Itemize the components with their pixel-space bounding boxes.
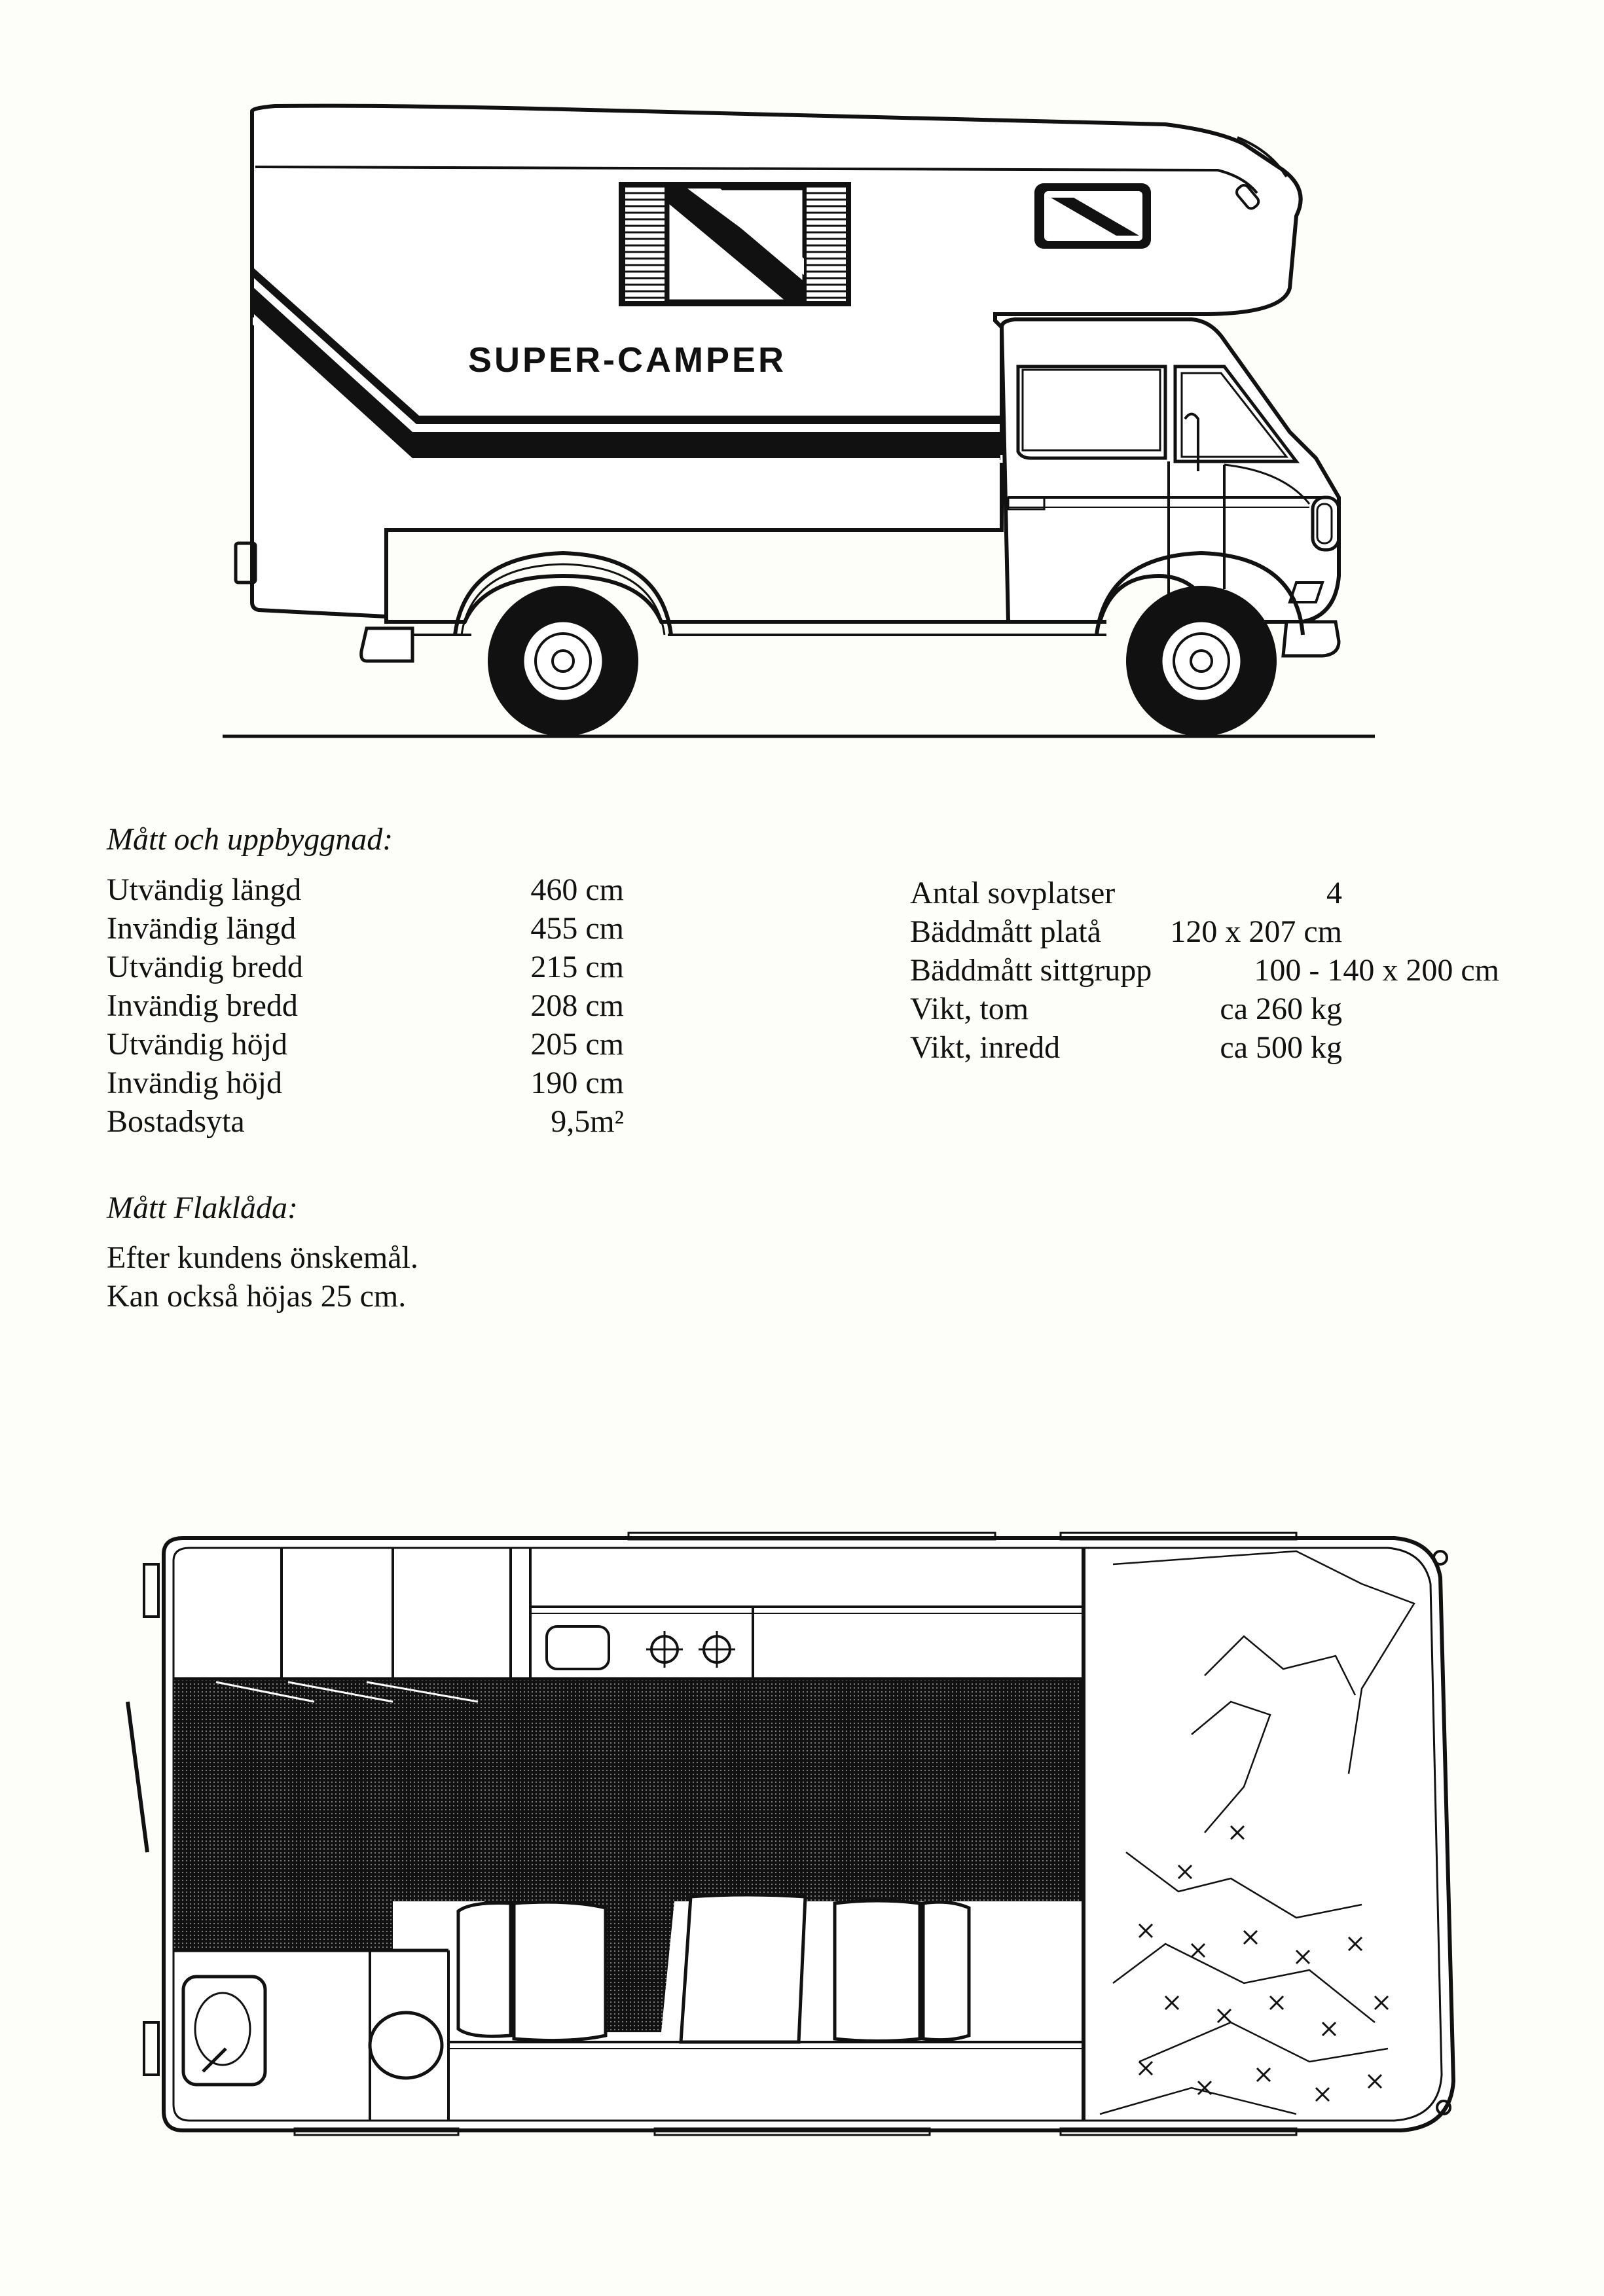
dimension-value: 208 cm: [530, 988, 624, 1023]
dimension-label: Invändig längd: [107, 911, 297, 946]
stove-burner-icon: [699, 1631, 735, 1668]
spec-label: Bäddmått sittgrupp: [910, 953, 1152, 988]
dimension-label: Invändig bredd: [107, 988, 298, 1023]
spec-value: ca 260 kg: [1220, 992, 1342, 1026]
dimension-value: 205 cm: [530, 1027, 624, 1062]
vehicle-label: SUPER-CAMPER: [468, 340, 786, 380]
camper-window-large: [619, 182, 851, 306]
dimension-label: Utvändig höjd: [107, 1027, 287, 1062]
flatbed-line: Efter kundens önskemål.: [107, 1240, 418, 1275]
spec-label: Vikt, tom: [910, 992, 1029, 1026]
camper-side-view-illustration: SUPER-CAMPER: [223, 103, 1375, 738]
camper-floor-plan-illustration: [126, 1532, 1456, 2136]
dimension-label: Bostadsyta: [107, 1104, 245, 1139]
dimensions-table: Utvändig längd 460 cm Invändig längd 455…: [107, 870, 624, 1145]
camper-window-small: [1034, 183, 1151, 249]
dimension-label: Utvändig längd: [107, 872, 302, 907]
specs-table: Antal sovplatser 4 Bäddmått platå 120 x …: [910, 874, 1499, 1077]
kitchen-sink: [545, 1625, 610, 1670]
spec-value: 4: [1326, 876, 1342, 910]
toilet: [368, 2011, 444, 2080]
spec-label: Vikt, inredd: [910, 1030, 1061, 1065]
bed-crosshatch: [1138, 1825, 1389, 2102]
dimension-value: 215 cm: [530, 950, 624, 984]
floor-area: [173, 1679, 1084, 2032]
spec-label: Antal sovplatser: [910, 876, 1116, 910]
dimension-label: Utvändig bredd: [107, 950, 303, 984]
over-cab-bed: [1099, 1550, 1415, 2115]
dimension-value: 9,5m²: [551, 1104, 624, 1139]
stove-burner-icon: [646, 1631, 683, 1668]
truck-cab: [999, 317, 1341, 624]
bench-seat: [456, 1893, 971, 2044]
front-wheel: [1126, 586, 1277, 736]
spec-label: Bäddmått platå: [910, 914, 1101, 949]
rear-wheel: [488, 586, 638, 736]
dimension-label: Invändig höjd: [107, 1066, 282, 1100]
spec-value: 120 x 207 cm: [1170, 914, 1342, 949]
dimension-value: 190 cm: [530, 1066, 624, 1100]
spec-value: 100 - 140 x 200 cm: [1254, 953, 1499, 988]
spec-value: ca 500 kg: [1220, 1030, 1342, 1065]
side-stripe: [254, 288, 1002, 458]
flatbed-line: Kan också höjas 25 cm.: [107, 1279, 407, 1314]
dimension-value: 460 cm: [530, 872, 624, 907]
dimension-value: 455 cm: [530, 911, 624, 946]
dimensions-heading: Mått och uppbyggnad:: [107, 822, 393, 857]
flatbed-heading: Mått Flaklåda:: [107, 1191, 298, 1225]
